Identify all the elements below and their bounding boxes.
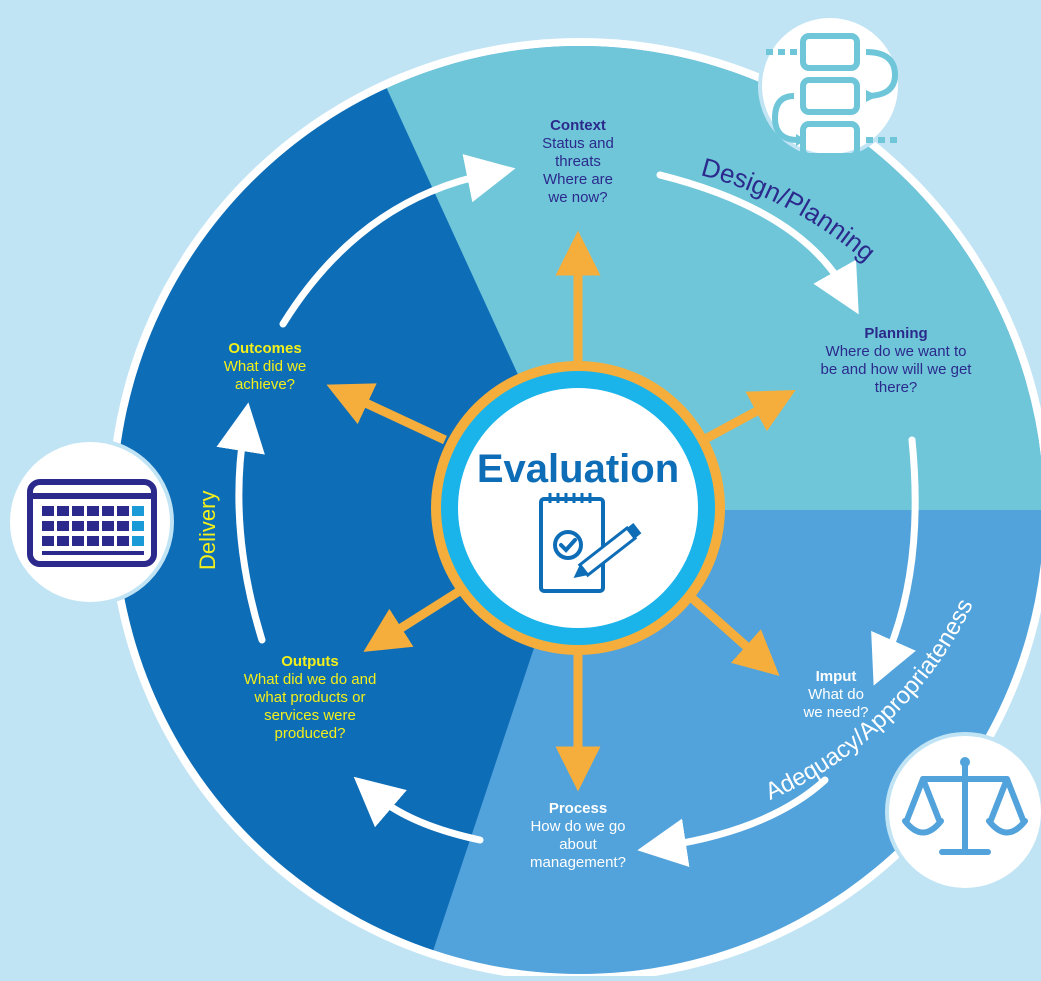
checklist-pencil-icon <box>539 493 642 593</box>
calendar-icon <box>6 438 174 606</box>
node-process: Process How do we go about management? <box>512 800 644 872</box>
node-outcomes-title: Outcomes <box>228 340 302 357</box>
node-process-title: Process <box>548 800 608 817</box>
spoke-outputs <box>363 588 461 652</box>
cycle-arrow-input-process <box>637 776 829 868</box>
phase-delivery-label: Delivery <box>195 491 220 570</box>
cycle-arrows <box>216 154 919 868</box>
cycle-arrow-outputs-outcomes <box>216 402 266 644</box>
node-context: Context Status and threats Where are we … <box>518 117 638 207</box>
spoke-planning <box>704 390 796 442</box>
node-outcomes: Outcomes What did we achieve? <box>206 340 324 394</box>
node-outcomes-desc: What did we achieve? <box>223 358 307 393</box>
spoke-outcomes <box>326 383 447 445</box>
node-input: Imput What do we need? <box>788 668 884 722</box>
scales-icon <box>885 732 1041 892</box>
node-planning-desc: Where do we want to be and how will we g… <box>820 343 972 396</box>
node-context-title: Context <box>550 117 606 134</box>
node-outputs: Outputs What did we do and what products… <box>222 653 398 743</box>
cycle-arrow-context-planning <box>656 171 859 315</box>
node-input-desc: What do we need? <box>803 686 869 721</box>
node-process-desc: How do we go about management? <box>530 818 626 871</box>
cycle-arrow-outcomes-context <box>279 154 516 328</box>
node-planning: Planning Where do we want to be and how … <box>818 325 974 397</box>
spokes <box>326 230 796 792</box>
cycle-arrow-process-outputs <box>353 776 484 844</box>
node-input-title: Imput <box>815 668 857 685</box>
node-planning-title: Planning <box>864 325 928 342</box>
sector-delivery <box>116 46 580 974</box>
node-context-desc: Status and threats Where are we now? <box>542 135 614 206</box>
center-title: Evaluation <box>477 447 679 491</box>
flowchart-icon <box>758 14 902 159</box>
node-outputs-title: Outputs <box>281 653 339 670</box>
cycle-arrow-planning-input <box>871 436 919 686</box>
spoke-input <box>689 594 780 676</box>
node-outputs-desc: What did we do and what products or serv… <box>243 671 377 742</box>
